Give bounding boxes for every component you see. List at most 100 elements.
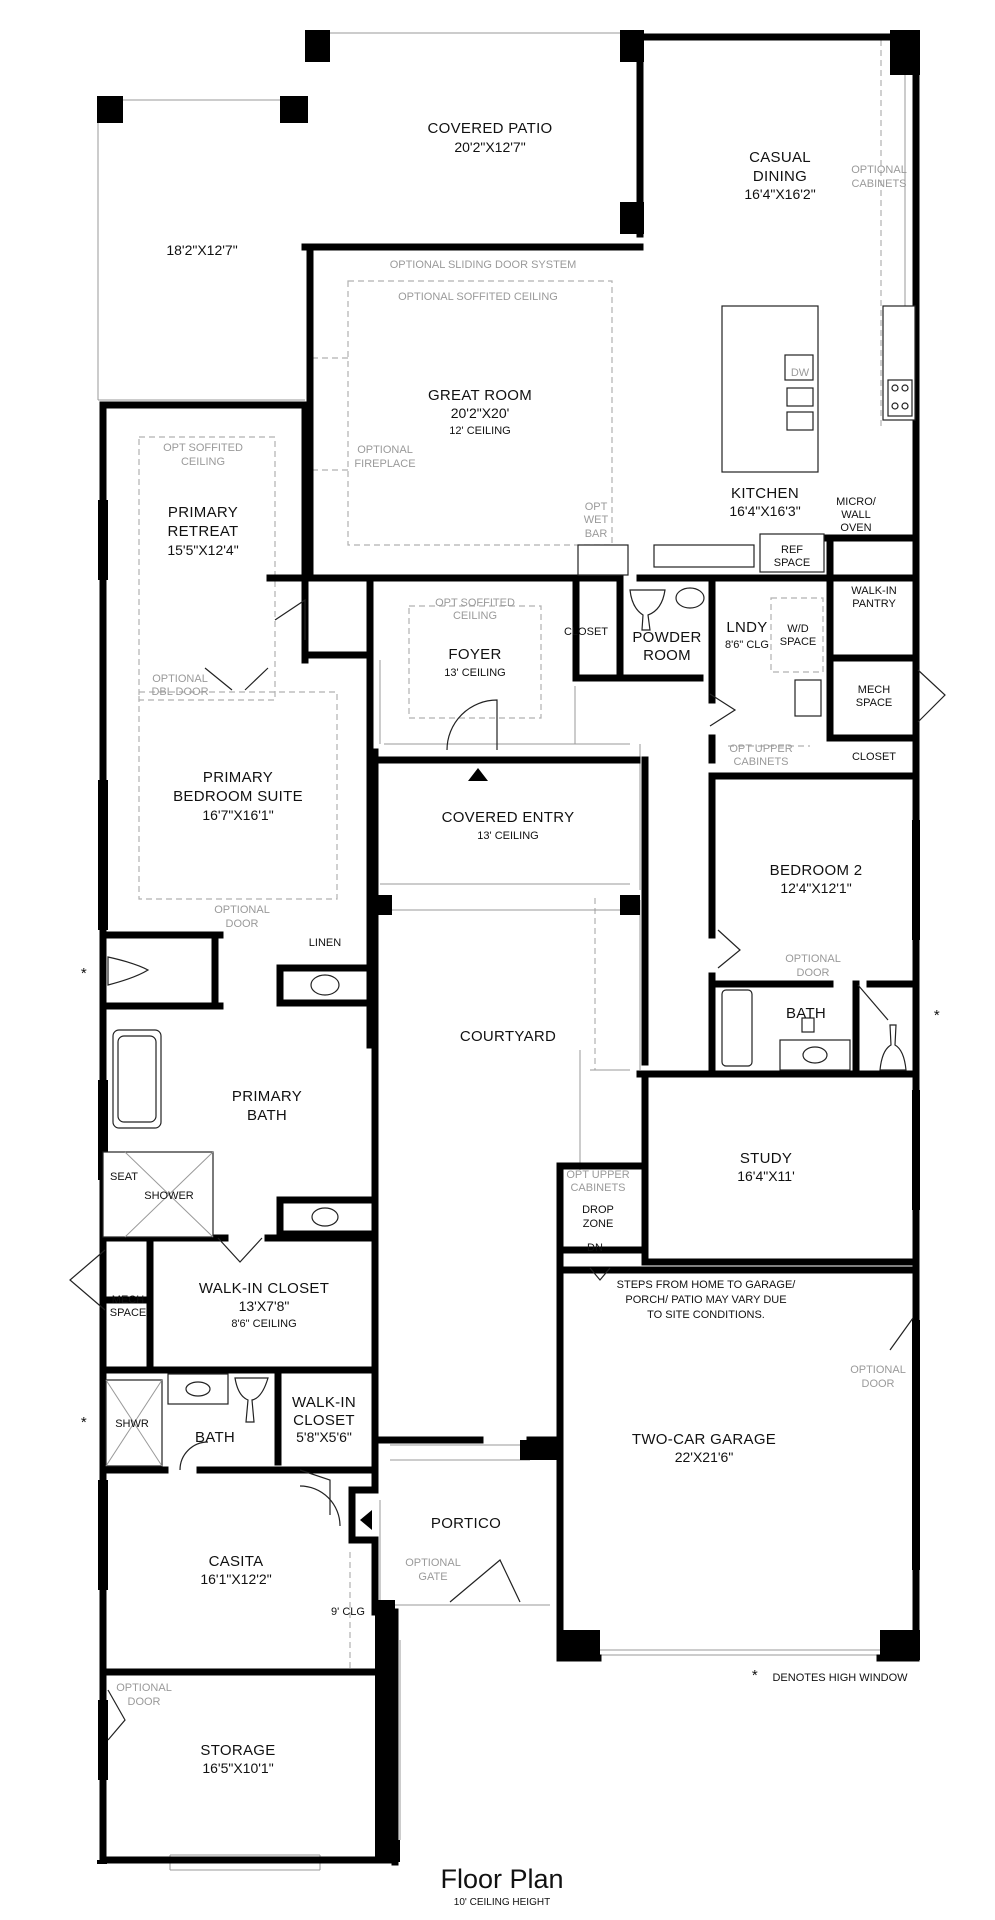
mech-space-lower-1: MECH xyxy=(112,1294,144,1306)
micro-oven-1: MICRO/ xyxy=(836,496,877,508)
walk-in-closet-ceiling: 8'6" CEILING xyxy=(231,1318,296,1330)
opt-wet-bar-3: BAR xyxy=(585,528,608,540)
walk-in-closet2-dims: 5'8"X5'6" xyxy=(296,1429,352,1445)
steps-note-2: PORCH/ PATIO MAY VARY DUE xyxy=(625,1294,786,1306)
optional-soffited-ceiling: OPTIONAL SOFFITED CEILING xyxy=(398,291,558,303)
great-room-label: GREAT ROOM xyxy=(428,387,532,404)
high-window-mark-1: * xyxy=(81,965,87,982)
powder-room-1: POWDER xyxy=(632,629,701,646)
walk-in-closet2-2: CLOSET xyxy=(293,1412,355,1429)
foyer-label: FOYER xyxy=(448,646,501,663)
primary-bedroom-dims: 16'7"X16'1" xyxy=(202,807,273,823)
storage-label: STORAGE xyxy=(200,1742,275,1759)
walk-in-closet2-1: WALK-IN xyxy=(292,1394,356,1411)
shwr-label: SHWR xyxy=(115,1418,149,1430)
primary-retreat-2: RETREAT xyxy=(168,523,239,540)
bedroom2-label: BEDROOM 2 xyxy=(770,862,863,879)
steps-note-3: TO SITE CONDITIONS. xyxy=(647,1309,765,1321)
courtyard-label: COURTYARD xyxy=(460,1028,556,1045)
casual-dining-label-1: CASUAL xyxy=(749,149,811,166)
micro-oven-3: OVEN xyxy=(840,522,871,534)
seat-label: SEAT xyxy=(110,1171,138,1183)
plan-subtitle: 10' CEILING HEIGHT xyxy=(454,1897,550,1908)
plan-title: Floor Plan xyxy=(440,1864,563,1894)
optional-door-1b: DOOR xyxy=(226,918,259,930)
high-window-note: DENOTES HIGH WINDOW xyxy=(772,1672,908,1684)
bedroom2-dims: 12'4"X12'1" xyxy=(780,880,851,896)
high-window-mark-3: * xyxy=(81,1414,87,1431)
covered-entry-label: COVERED ENTRY xyxy=(442,809,575,826)
optional-dbl-door-1: OPTIONAL xyxy=(152,673,208,685)
optional-door-1a: OPTIONAL xyxy=(214,904,270,916)
drop-zone-2: ZONE xyxy=(583,1218,614,1230)
wall-blocks xyxy=(97,30,920,1864)
optional-fireplace-2: FIREPLACE xyxy=(354,458,415,470)
primary-bedroom-2: BEDROOM SUITE xyxy=(173,788,303,805)
opt-soffited-2: CEILING xyxy=(181,456,225,468)
optional-fireplace-1: OPTIONAL xyxy=(357,444,413,456)
kitchen-label: KITCHEN xyxy=(731,485,799,502)
optional-door-4b: DOOR xyxy=(128,1696,161,1708)
closet-upper: CLOSET xyxy=(852,751,896,763)
window-marks xyxy=(98,500,920,1780)
laundry-ceiling: 8'6" CLG xyxy=(725,639,769,651)
ref-space-1: REF xyxy=(781,544,803,556)
foyer-ceiling: 13' CEILING xyxy=(444,667,505,679)
garage-label: TWO-CAR GARAGE xyxy=(632,1431,776,1448)
optional-door-2a: OPTIONAL xyxy=(785,953,841,965)
opt-wet-bar-1: OPT xyxy=(585,501,608,513)
dishwasher xyxy=(784,354,814,381)
wd-space-2: SPACE xyxy=(780,636,816,648)
walk-in-pantry-2: PANTRY xyxy=(852,598,896,610)
shower-label: SHOWER xyxy=(144,1190,194,1202)
casita-ceiling: 9' CLG xyxy=(331,1606,365,1618)
covered-patio-dims: 20'2"X12'7" xyxy=(454,139,525,155)
walk-in-closet-label: WALK-IN CLOSET xyxy=(199,1280,329,1297)
walk-in-closet-dims: 13'X7'8" xyxy=(239,1298,290,1314)
micro-oven-2: WALL xyxy=(841,509,871,521)
labels: COVERED PATIO 20'2"X12'7" 18'2"X12'7" CA… xyxy=(81,120,940,1908)
covered-entry-ceiling: 13' CEILING xyxy=(477,830,538,842)
casita-label: CASITA xyxy=(209,1553,264,1570)
linen-label: LINEN xyxy=(309,937,341,949)
primary-retreat-dims: 15'5"X12'4" xyxy=(167,542,238,558)
study-label: STUDY xyxy=(740,1150,792,1167)
casual-dining-dims: 16'4"X16'2" xyxy=(744,186,815,202)
casual-dining-label-2: DINING xyxy=(753,168,807,185)
great-room-dims: 20'2"X20' xyxy=(451,405,510,421)
fixtures xyxy=(102,305,916,1530)
foyer-closet: CLOSET xyxy=(564,626,608,638)
ref-space-2: SPACE xyxy=(774,557,810,569)
optional-door-4a: OPTIONAL xyxy=(116,1682,172,1694)
primary-bedroom-1: PRIMARY xyxy=(203,769,273,786)
opt-upper-cab-2: CABINETS xyxy=(733,756,788,768)
powder-room-2: ROOM xyxy=(643,647,691,664)
wd-space-1: W/D xyxy=(787,623,808,635)
mech-space-lower-2: SPACE xyxy=(110,1307,146,1319)
optional-gate-1: OPTIONAL xyxy=(405,1557,461,1569)
drop-zone-dn: DN xyxy=(587,1242,603,1254)
primary-bath-1: PRIMARY xyxy=(232,1088,302,1105)
mech-space-upper-1: MECH xyxy=(858,684,890,696)
optional-dbl-door-2: DBL DOOR xyxy=(151,686,208,698)
kitchen-dims: 16'4"X16'3" xyxy=(729,503,800,519)
primary-retreat-1: PRIMARY xyxy=(168,504,238,521)
laundry-label: LNDY xyxy=(726,619,767,636)
optional-gate-2: GATE xyxy=(418,1571,447,1583)
garage-dims: 22'X21'6" xyxy=(675,1449,734,1465)
optional-door-3a: OPTIONAL xyxy=(850,1364,906,1376)
optional-cabinets-1: OPTIONAL xyxy=(851,164,907,176)
great-room-ceiling: 12' CEILING xyxy=(449,425,510,437)
side-patio-dims: 18'2"X12'7" xyxy=(166,242,237,258)
optional-features-dashed xyxy=(138,40,882,1670)
steps-note-1: STEPS FROM HOME TO GARAGE/ xyxy=(617,1279,797,1291)
casita-dims: 16'1"X12'2" xyxy=(200,1571,271,1587)
opt-upper-cab-1: OPT UPPER xyxy=(729,743,792,755)
mech-space-upper-2: SPACE xyxy=(856,697,892,709)
study-dims: 16'4"X11' xyxy=(737,1168,795,1184)
portico-label: PORTICO xyxy=(431,1515,501,1532)
optional-door-3b: DOOR xyxy=(862,1378,895,1390)
opt-soffited-1: OPT SOFFITED xyxy=(163,442,243,454)
walk-in-pantry-1: WALK-IN xyxy=(851,585,896,597)
